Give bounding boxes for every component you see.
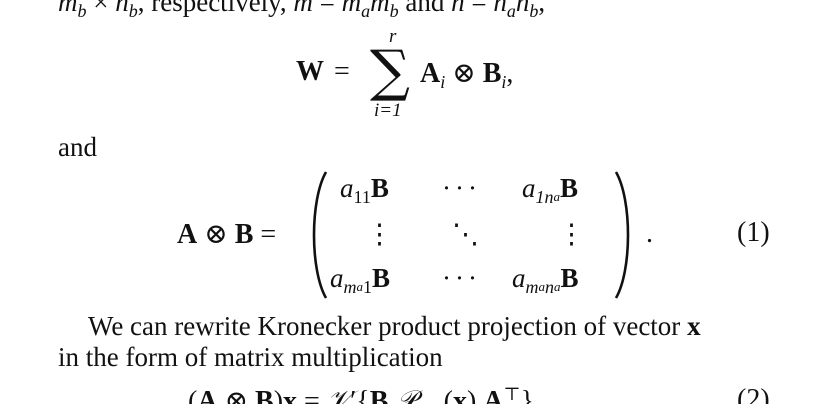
paragraph-line-2: in the form of matrix multiplication (58, 342, 443, 372)
matrix-cell-r2c3: ⋮ (558, 219, 585, 249)
top-line: mb × nb, respectively, m = mamb and n = … (58, 0, 546, 21)
sigma-symbol: ∑ (370, 39, 410, 104)
sum-lhs: W (296, 56, 324, 87)
matrix-cell-r2c1: ⋮ (366, 219, 393, 249)
sum-term: Ai ⊗ Bi, (420, 58, 514, 92)
matrix-cell-r1c1: a11B (340, 173, 389, 207)
matrix-cell-r1c3: a1naB (522, 173, 579, 207)
matrix-cell-r1c2: ··· (442, 173, 481, 203)
matrix-cell-r3c2: ··· (442, 263, 481, 293)
matrix-cell-r3c3: amanaB (512, 263, 579, 297)
kron-trail: . (646, 218, 653, 249)
sum-upper-limit: r (389, 26, 397, 47)
matrix-cell-r3c1: ama1B (330, 263, 391, 297)
equation-number-2: (2) (737, 384, 770, 404)
matrix-cell-r2c2: ⋱ (452, 219, 479, 249)
sum-equals: = (334, 56, 350, 87)
paragraph-line-1: We can rewrite Kronecker product project… (88, 311, 701, 341)
and-text: and (58, 132, 97, 162)
left-paren (312, 171, 328, 299)
equation-number-1: (1) (737, 217, 770, 248)
right-paren (614, 171, 630, 299)
kron-lhs: A ⊗ B = (177, 219, 277, 250)
sum-lower-limit: i=1 (374, 100, 402, 121)
equation-partial: (A ⊗ B)x = 𝒱′{B 𝒫 (x) A⊤} (188, 384, 534, 404)
